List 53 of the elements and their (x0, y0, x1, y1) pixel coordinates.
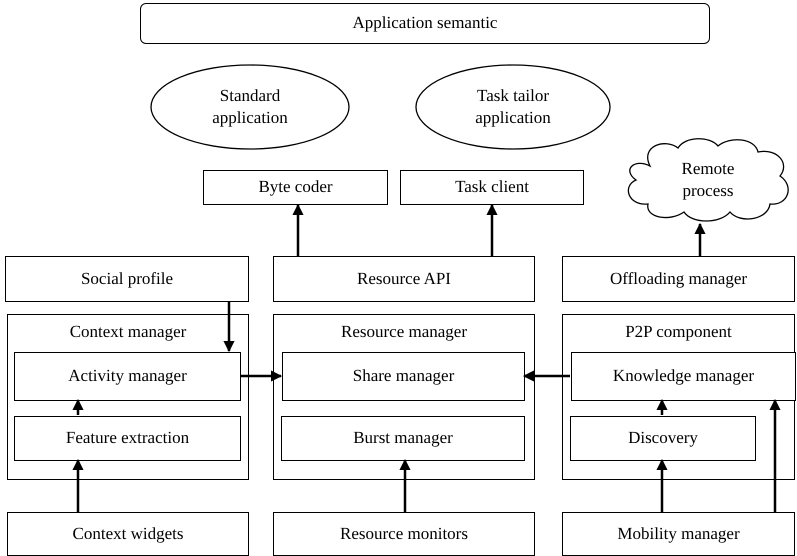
arrow (769, 398, 781, 512)
arrow (656, 458, 668, 512)
group-box (7, 314, 249, 480)
node-label: Offloading manager (608, 268, 748, 290)
component-box (571, 352, 796, 401)
node-label: Task client (454, 176, 530, 198)
arrow (522, 370, 570, 382)
arrow (486, 204, 498, 256)
arrow (223, 302, 235, 352)
node-label: Knowledge manager (612, 365, 756, 388)
node-label: Share manager (352, 365, 456, 388)
group-heading: Resource manager (340, 321, 468, 343)
node-label: Remote process (680, 158, 736, 202)
component-box (400, 170, 584, 205)
arrow (240, 370, 282, 382)
node-label: Discovery (627, 427, 699, 450)
node-label: Activity manager (67, 365, 188, 388)
component-box (281, 416, 525, 461)
component-box (282, 352, 525, 401)
group-heading: P2P component (624, 321, 733, 343)
node-label: Resource API (356, 268, 452, 290)
node-label: Social profile (80, 268, 174, 290)
node-label: Context widgets (72, 522, 184, 545)
title-box (140, 3, 710, 44)
node-label: Application semantic (352, 12, 498, 34)
arrow (399, 458, 411, 512)
node-label: Standard application (211, 84, 289, 129)
node-label: Mobility manager (616, 522, 741, 545)
node-label: Resource monitors (339, 522, 469, 545)
component-box (273, 512, 535, 556)
group-box (273, 314, 535, 480)
node-label: Task tailor application (474, 84, 552, 129)
group-box (562, 314, 795, 480)
component-box (562, 512, 795, 556)
component-box (5, 256, 249, 302)
arrow (72, 398, 84, 415)
node-label: Burst manager (352, 427, 454, 450)
group-heading: Context manager (68, 321, 188, 343)
node-label: Byte coder (257, 176, 334, 198)
arrow (72, 458, 84, 512)
arrow (656, 398, 668, 415)
arrow (694, 222, 706, 256)
application-ellipse (415, 64, 611, 150)
component-box (203, 170, 388, 205)
component-box (14, 416, 241, 461)
application-ellipse (150, 64, 350, 150)
node-label: Feature extraction (64, 427, 190, 450)
component-box (562, 256, 795, 302)
arrow (292, 204, 304, 256)
component-box (570, 416, 756, 461)
component-box (273, 256, 535, 302)
component-box (7, 512, 249, 556)
component-box (14, 352, 241, 401)
